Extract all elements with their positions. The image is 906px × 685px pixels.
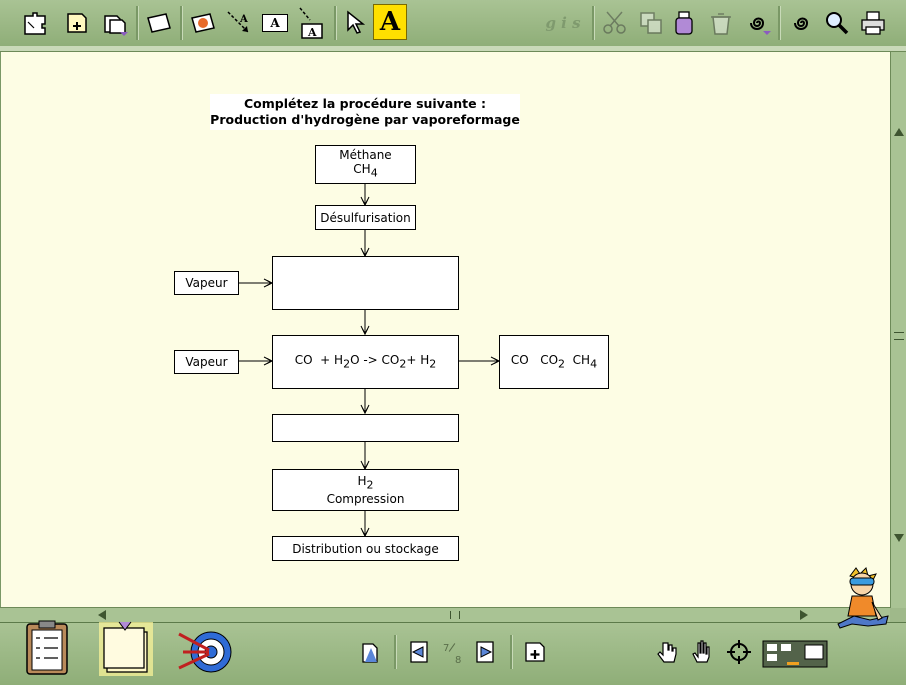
methane-formula-sub: 4 — [370, 166, 378, 180]
diagram-title: Complétez la procédure suivante : Produc… — [210, 94, 520, 130]
linked-text-icon[interactable]: A — [294, 4, 328, 42]
sticky-notes-icon[interactable] — [96, 617, 156, 679]
methane-formula: CH4 — [353, 162, 377, 180]
title-line-1: Complétez la procédure suivante : — [244, 96, 486, 111]
desulfurisation-box[interactable]: Désulfurisation — [315, 205, 416, 230]
page-menu-icon[interactable] — [98, 6, 132, 40]
toolbar-separator — [510, 635, 513, 669]
spiral-icon[interactable] — [784, 6, 818, 40]
print-icon[interactable] — [856, 6, 890, 40]
crosshair-icon[interactable] — [722, 635, 756, 669]
bottom-toolbar: 7 8 — [0, 619, 906, 685]
distribution-label: Distribution ou stockage — [292, 541, 439, 556]
page-total: 8 — [455, 655, 462, 666]
page-current: 7 — [443, 643, 450, 654]
title-line-2: Production d'hydrogène par vaporeformage — [210, 112, 520, 127]
reaction-sub-h2o: 2 — [343, 357, 351, 371]
text-tool-button[interactable]: A — [373, 4, 407, 40]
output-co: CO — [510, 353, 529, 368]
methane-formula-base: CH — [353, 162, 371, 177]
toolbar-separator — [180, 6, 183, 40]
toolbar-separator — [136, 6, 139, 40]
h2-formula: H2 — [357, 474, 373, 492]
hand-pointer-icon[interactable] — [650, 635, 684, 669]
reaction-plus-h: + H — [320, 353, 344, 368]
toolbar-separator — [394, 635, 397, 669]
search-icon[interactable] — [820, 6, 854, 40]
vapeur-box-2[interactable]: Vapeur — [174, 350, 239, 374]
previous-page-icon[interactable] — [402, 635, 436, 669]
h2-sub: 2 — [366, 478, 374, 492]
puzzle-hand-icon[interactable] — [18, 6, 52, 40]
scroll-right-arrow-icon[interactable] — [800, 610, 808, 620]
blank-card-icon[interactable] — [142, 6, 176, 40]
svg-text:A: A — [307, 26, 317, 39]
toolbar-separator — [334, 6, 337, 40]
reaction-box[interactable]: CO + H2O -> CO2+ H2 — [272, 335, 459, 389]
vapeur-box-1[interactable]: Vapeur — [174, 271, 239, 295]
toolbar-separator — [778, 6, 781, 40]
compression-box[interactable]: H2 Compression — [272, 469, 459, 511]
reaction-sub-h2: 2 — [429, 357, 437, 371]
distribution-box[interactable]: Distribution ou stockage — [272, 536, 459, 561]
hscroll-thumb-grip[interactable] — [450, 611, 460, 619]
layout-overview-icon[interactable] — [760, 637, 830, 671]
scroll-up-arrow-icon[interactable] — [894, 128, 904, 136]
image-card-icon[interactable] — [186, 6, 220, 40]
output-co2-sub: 2 — [558, 357, 566, 371]
next-page-icon[interactable] — [468, 635, 502, 669]
format-letters: g i s — [545, 14, 581, 32]
output-co2-base: CO — [540, 353, 559, 368]
navigation-tree-icon[interactable] — [354, 635, 388, 669]
text-format-buttons[interactable]: g i s — [538, 6, 588, 40]
toolbar-bottom-strip — [0, 46, 906, 52]
pointer-icon[interactable] — [340, 6, 370, 40]
compression-label: Compression — [326, 492, 405, 507]
desulfurisation-label: Désulfurisation — [320, 210, 411, 225]
output-ch4-sub: 4 — [590, 357, 598, 371]
text-box-icon[interactable]: A — [258, 6, 292, 40]
scroll-left-arrow-icon[interactable] — [98, 610, 106, 620]
arrow-label-icon[interactable]: A — [222, 6, 256, 40]
reaction-equation: CO + H2O -> CO2+ H2 — [295, 353, 437, 370]
new-page-icon[interactable] — [60, 6, 94, 40]
scroll-down-arrow-icon[interactable] — [894, 534, 904, 542]
byproducts-text: CO CO2 CH4 — [511, 353, 597, 370]
hand-icon[interactable] — [686, 635, 720, 669]
clipboard-checklist-icon[interactable] — [18, 617, 76, 679]
reaction-o-arrow-co: O -> CO — [350, 353, 400, 368]
byproducts-box[interactable]: CO CO2 CH4 — [499, 335, 609, 389]
methane-box[interactable]: Méthane CH4 — [315, 145, 416, 184]
reaction-sub-co2: 2 — [399, 357, 407, 371]
paste-glue-icon[interactable] — [668, 6, 702, 40]
work-canvas[interactable] — [0, 52, 891, 608]
scissors-icon[interactable] — [598, 6, 632, 40]
vapeur-label-2: Vapeur — [185, 355, 228, 369]
blank-step-box-2[interactable] — [272, 414, 459, 442]
scroll-thumb-grip[interactable] — [894, 332, 904, 340]
horizontal-scrollbar[interactable] — [0, 607, 890, 622]
h2-base: H — [357, 473, 367, 488]
vapeur-label-1: Vapeur — [185, 276, 228, 290]
blank-step-box-1[interactable] — [272, 256, 459, 310]
text-box-letter: A — [262, 14, 288, 32]
target-darts-icon[interactable] — [172, 619, 234, 679]
svg-text:A: A — [239, 14, 248, 25]
text-tool-letter: A — [379, 7, 401, 37]
output-ch4-base: CH — [572, 353, 591, 368]
mascot-character[interactable] — [832, 566, 892, 638]
vertical-scrollbar[interactable] — [890, 52, 906, 608]
add-page-icon[interactable] — [518, 635, 552, 669]
reaction-co: CO — [294, 353, 313, 368]
toolbar-separator — [592, 6, 595, 40]
trash-icon[interactable] — [704, 6, 738, 40]
reaction-plus-h2: + H — [406, 353, 430, 368]
top-toolbar: A A A A g i s — [0, 0, 906, 47]
page-number-slash — [448, 643, 456, 652]
copy-icon[interactable] — [634, 6, 668, 40]
methane-label: Méthane — [339, 148, 392, 163]
spiral-menu-icon[interactable] — [740, 6, 774, 40]
